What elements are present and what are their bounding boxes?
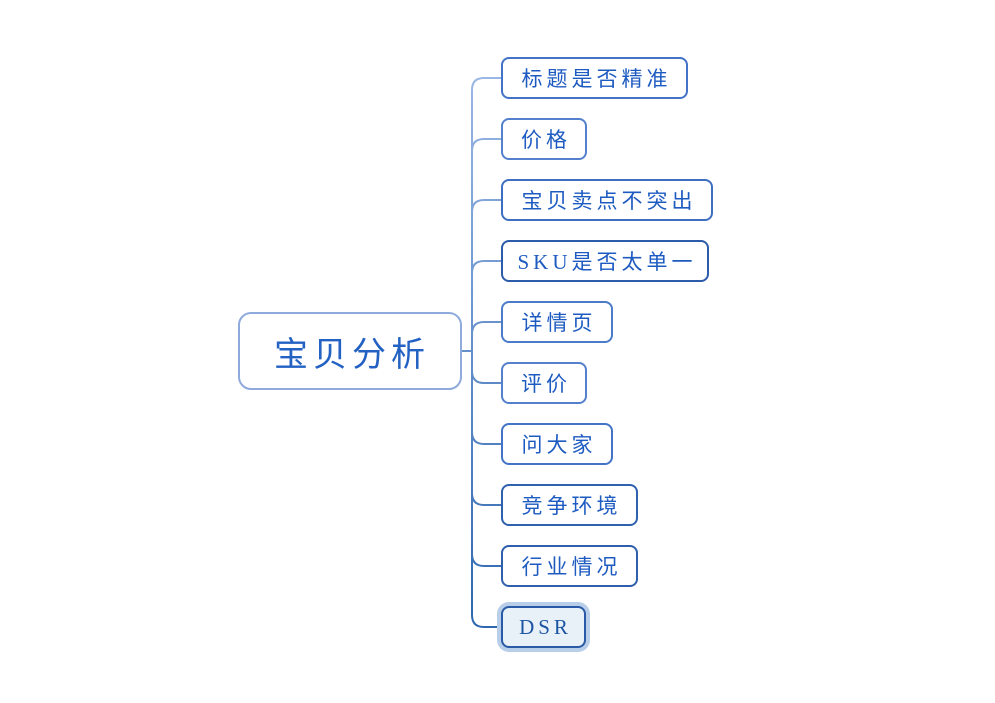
- topic-label: 竞争环境: [521, 494, 622, 518]
- topic-node-5[interactable]: 详情页: [501, 301, 613, 343]
- topic-node-6[interactable]: 评价: [501, 362, 587, 404]
- topic-label: 问大家: [521, 433, 597, 457]
- topic-label: 宝贝卖点不突出: [521, 189, 697, 213]
- topic-node-8[interactable]: 竞争环境: [501, 484, 638, 526]
- topic-node-3[interactable]: 宝贝卖点不突出: [501, 179, 713, 221]
- topic-label: 价格: [521, 128, 571, 152]
- topic-label: 行业情况: [521, 555, 622, 579]
- topic-label: DSR: [519, 614, 572, 639]
- topic-node-7[interactable]: 问大家: [501, 423, 613, 465]
- topic-label: SKU是否太单一: [517, 250, 697, 274]
- root-topic-node[interactable]: 宝贝分析: [238, 312, 462, 390]
- topic-label: 详情页: [521, 311, 597, 335]
- topic-node-1[interactable]: 标题是否精准: [501, 57, 688, 99]
- branch-path: [461, 77, 502, 628]
- topic-node-2[interactable]: 价格: [501, 118, 587, 160]
- topic-label: 评价: [521, 372, 571, 396]
- topic-node-9[interactable]: 行业情况: [501, 545, 638, 587]
- topic-label: 标题是否精准: [521, 67, 672, 91]
- topic-node-10[interactable]: DSR: [501, 606, 586, 648]
- topic-node-4[interactable]: SKU是否太单一: [501, 240, 709, 282]
- root-topic-label: 宝贝分析: [274, 336, 430, 374]
